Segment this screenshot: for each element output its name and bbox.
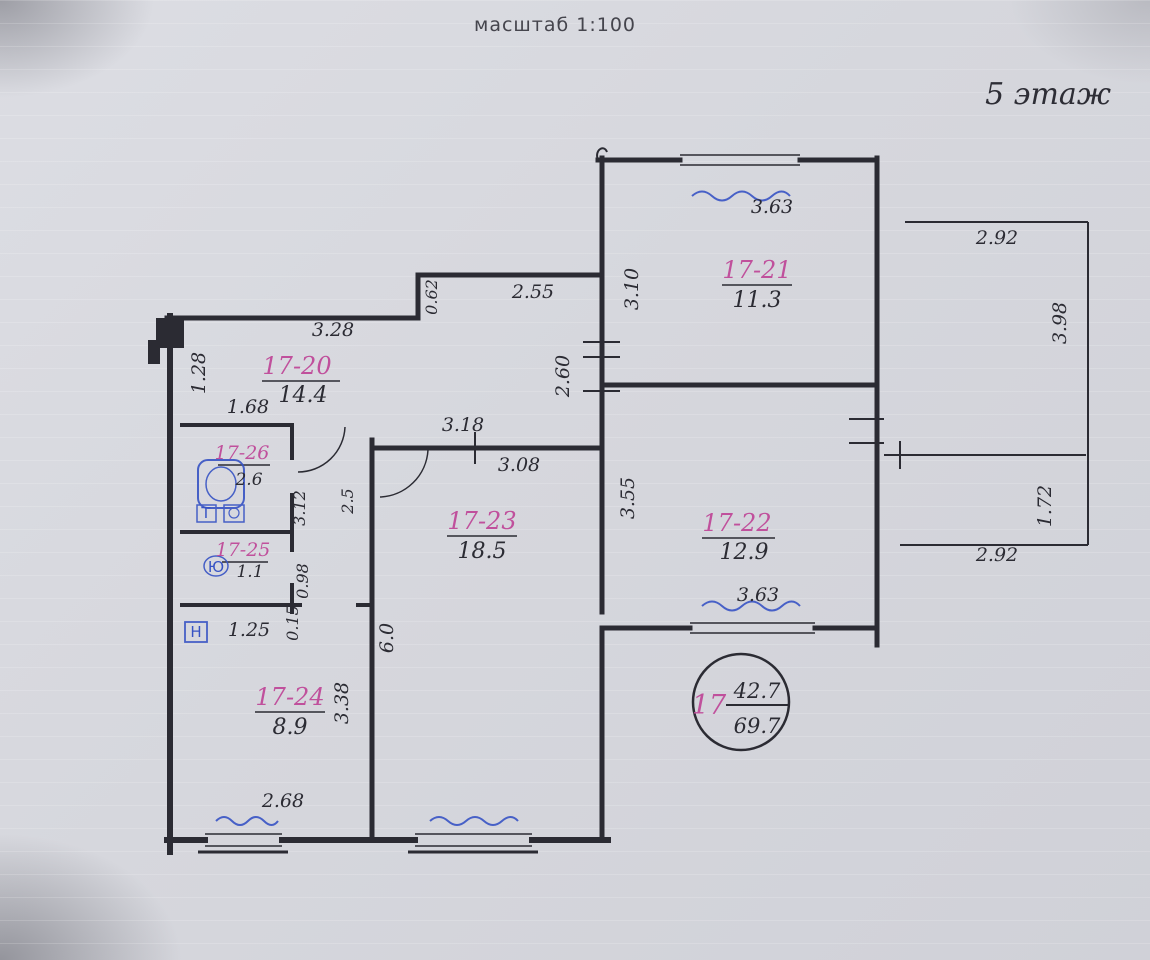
- door-arcs: [297, 426, 429, 498]
- dim-0-98: 0.98: [293, 563, 312, 599]
- window-21: [680, 154, 800, 166]
- washbasin-icon: [223, 504, 245, 523]
- room-21-area: 11.3: [733, 288, 782, 313]
- dimension-labels-vertical: 0.62 1.28 3.10 3.98 2.60 3.55 1.72 3.12 …: [188, 268, 1071, 724]
- hall-fixture-box: [184, 621, 208, 643]
- room-labels: 17-20 14.4 17-21 11.3 17-22 12.9 17-23 1…: [215, 256, 792, 740]
- dim-1-25: 1.25: [228, 619, 270, 641]
- dim-2-55: 2.55: [511, 281, 554, 303]
- dim-6-0: 6.0: [376, 623, 398, 653]
- bath-letter-box: [196, 504, 217, 523]
- hatch-blocks: [148, 318, 184, 364]
- door-corridor: [297, 426, 346, 473]
- dimension-ticks: [198, 147, 884, 854]
- door-23: [379, 449, 429, 498]
- squiggle-window-21: [691, 190, 791, 202]
- dim-3-63-top: 3.63: [751, 196, 793, 218]
- room-20-number: 17-20: [262, 352, 331, 380]
- bath-fixture-label: Т: [200, 504, 211, 522]
- dim-2-5: 2.5: [338, 488, 357, 514]
- room-26-area: 2.6: [234, 470, 262, 490]
- window-22: [690, 622, 815, 634]
- stamp-total-area: 69.7: [734, 714, 781, 738]
- room-26-number: 17-26: [215, 442, 270, 464]
- hall-fixture-label: Н: [190, 623, 201, 641]
- window-23: [415, 833, 532, 847]
- outer-walls: [164, 155, 880, 855]
- room-24-area: 8.9: [273, 715, 308, 740]
- balcony-cross-mark: [886, 441, 914, 469]
- blue-pen-marks: [184, 190, 801, 826]
- room-23-area: 18.5: [458, 539, 507, 564]
- dim-0-62: 0.62: [422, 279, 441, 315]
- room-22-area: 12.9: [720, 540, 769, 565]
- room-25-area: 1.1: [236, 562, 263, 582]
- dim-1-68: 1.68: [227, 396, 269, 418]
- room-22-number: 17-22: [702, 509, 771, 537]
- room-23-number: 17-23: [447, 507, 516, 535]
- wc-fixture-label: Ю: [208, 558, 224, 576]
- dim-3-12: 3.12: [290, 490, 309, 526]
- windows: [205, 154, 815, 847]
- dim-3-98: 3.98: [1049, 302, 1071, 344]
- room-25-number: 17-25: [216, 539, 271, 561]
- dimension-labels-horizontal: 2.55 3.28 1.68 3.63 2.92 3.18 3.08 2.92 …: [227, 196, 1018, 812]
- dim-3-63-bottom: 3.63: [737, 584, 779, 606]
- dim-3-08: 3.08: [498, 454, 540, 476]
- fraction-lines: [218, 284, 792, 713]
- dim-1-72: 1.72: [1034, 485, 1056, 527]
- balcony-lines: [884, 221, 1089, 546]
- toilet-icon: [203, 555, 229, 577]
- dim-1-28: 1.28: [188, 352, 210, 394]
- scale-label: масштаб 1:100: [474, 14, 636, 36]
- stamp-circle: [691, 652, 791, 752]
- squiggle-window-22: [701, 600, 801, 612]
- dim-3-38: 3.38: [331, 682, 353, 724]
- apartment-stamp: 17 42.7 69.7: [691, 652, 791, 752]
- dim-2-92-top: 2.92: [975, 227, 1018, 249]
- dim-2-92-bottom: 2.92: [975, 544, 1018, 566]
- stamp-living-area: 42.7: [733, 679, 781, 703]
- dim-3-10: 3.10: [621, 268, 643, 310]
- room-20-area: 14.4: [279, 383, 328, 408]
- partition-walls: [180, 423, 374, 614]
- washbasin-drain: [228, 507, 240, 519]
- squiggle-window-24: [215, 816, 279, 826]
- floor-label: 5 этаж: [985, 77, 1111, 112]
- window-24: [205, 833, 282, 847]
- bathtub-inner: [205, 466, 237, 502]
- room-21-number: 17-21: [722, 256, 791, 284]
- dim-3-28: 3.28: [312, 319, 354, 341]
- hand-hook: [596, 147, 608, 161]
- dim-3-55: 3.55: [617, 477, 639, 519]
- bathtub-icon: [197, 459, 245, 509]
- dim-2-68: 2.68: [261, 790, 304, 812]
- squiggle-window-23: [429, 816, 519, 826]
- dim-0-15: 0.15: [283, 605, 302, 641]
- dim-2-60: 2.60: [552, 355, 574, 398]
- dim-3-18: 3.18: [442, 414, 484, 436]
- stamp-apartment-number: 17: [692, 690, 727, 721]
- room-24-number: 17-24: [255, 683, 324, 711]
